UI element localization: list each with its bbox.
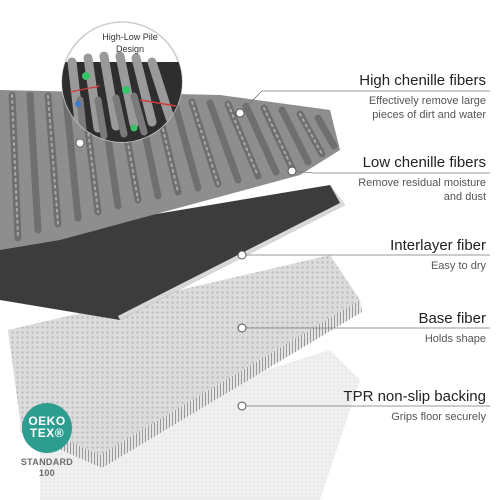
label-title: Base fiber bbox=[418, 310, 486, 327]
label-title: High chenille fibers bbox=[359, 72, 486, 89]
label-desc-line: and dust bbox=[443, 191, 486, 203]
interlayer-edge bbox=[118, 185, 345, 320]
label-title: Interlayer fiber bbox=[390, 237, 486, 254]
tpr-backing-layer bbox=[40, 350, 360, 500]
inset-title-line1: High-Low Pile bbox=[102, 32, 158, 42]
badge-line1: OEKO bbox=[28, 414, 66, 428]
label-desc: Remove residual moisture and dust bbox=[358, 176, 486, 204]
label-tpr-backing: TPR non-slip backing Grips floor securel… bbox=[343, 388, 486, 424]
label-desc-line: Effectively remove large bbox=[368, 95, 486, 107]
label-desc-line: Holds shape bbox=[424, 333, 486, 345]
leader-dots bbox=[235, 108, 297, 411]
oeko-tex-standard: STANDARD 100 bbox=[16, 457, 78, 479]
standard-line1: STANDARD bbox=[20, 457, 74, 467]
inset-title-line2: Design bbox=[115, 44, 144, 54]
inset-title: High-Low Pile Design bbox=[82, 31, 178, 55]
label-desc-line: Remove residual moisture bbox=[358, 177, 486, 189]
leader-lines bbox=[239, 90, 490, 407]
label-desc: Easy to dry bbox=[390, 259, 486, 273]
label-low-chenille: Low chenille fibers Remove residual mois… bbox=[358, 154, 486, 204]
label-desc: Holds shape bbox=[418, 332, 486, 346]
label-base-fiber: Base fiber Holds shape bbox=[418, 310, 486, 346]
label-desc-line: pieces of dirt and water bbox=[372, 109, 486, 121]
label-title: TPR non-slip backing bbox=[343, 388, 486, 405]
standard-line2: 100 bbox=[39, 468, 55, 478]
label-desc: Effectively remove large pieces of dirt … bbox=[359, 94, 486, 122]
label-desc-line: Grips floor securely bbox=[391, 411, 486, 423]
interlayer-fiber-layer bbox=[0, 185, 345, 320]
base-fiber-layer bbox=[8, 255, 360, 455]
inset-pointer-dot bbox=[75, 138, 85, 148]
label-high-chenille: High chenille fibers Effectively remove … bbox=[359, 72, 486, 122]
label-desc: Grips floor securely bbox=[343, 410, 486, 424]
label-title: Low chenille fibers bbox=[362, 154, 486, 171]
oeko-tex-badge: OEKO TEX® bbox=[22, 403, 72, 453]
label-interlayer: Interlayer fiber Easy to dry bbox=[390, 237, 486, 273]
label-desc-line: Easy to dry bbox=[430, 260, 486, 272]
badge-line2: TEX® bbox=[29, 426, 65, 440]
